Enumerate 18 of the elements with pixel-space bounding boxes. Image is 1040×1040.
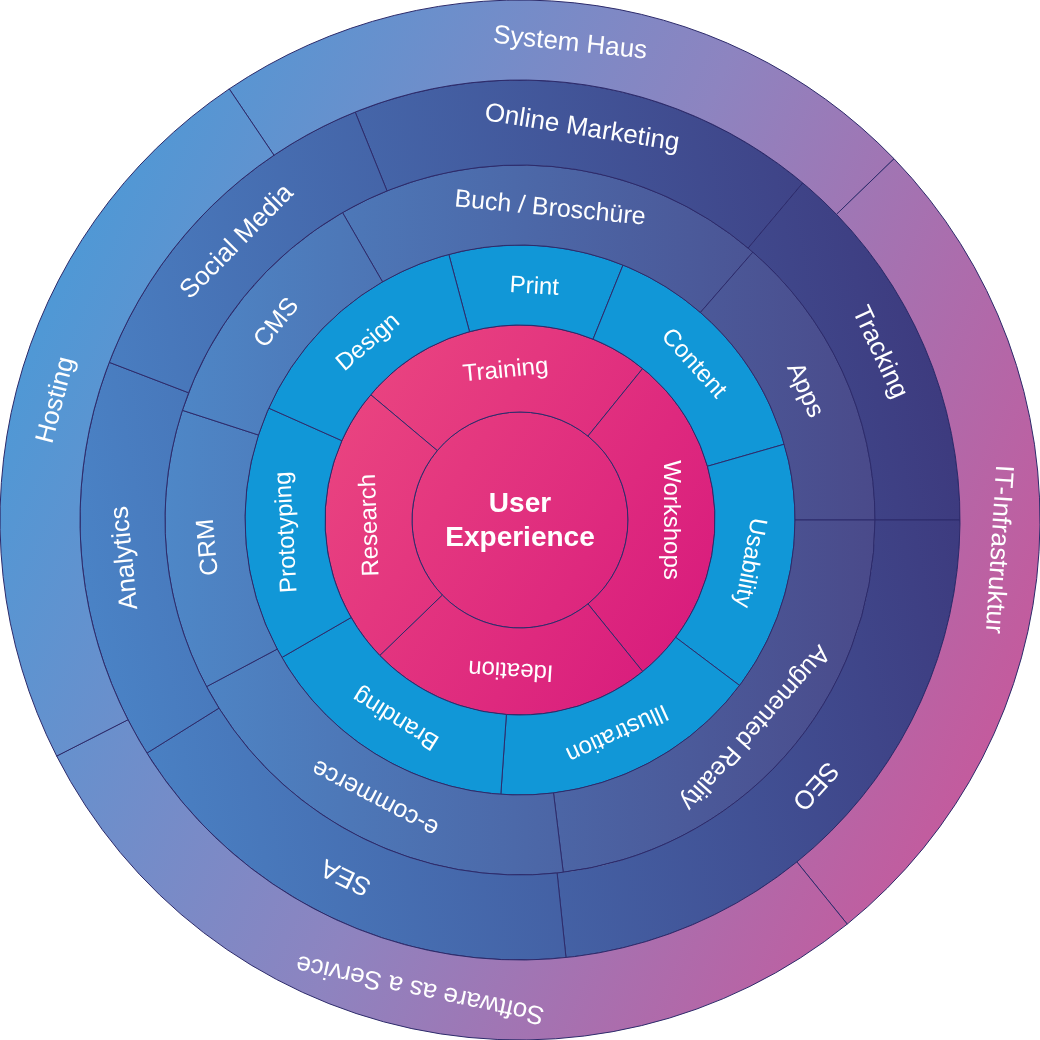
segment-label: Prototyping	[267, 470, 303, 594]
segment-label: Apps	[781, 357, 833, 422]
segment-label: IT-Infrastruktur	[978, 464, 1020, 635]
segment-label: Training	[461, 350, 550, 388]
segment-label: Ideation	[467, 655, 555, 689]
segment-label: Online Marketing	[482, 96, 682, 159]
segment-label: Analytics	[103, 504, 145, 612]
segment-label: Usability	[729, 515, 774, 611]
segment-label: Buch / Broschüre	[453, 182, 648, 231]
segment-label: SEA	[315, 851, 376, 903]
segment-label: CRM	[188, 517, 224, 578]
segment-label: Hosting	[29, 353, 82, 447]
segment-label: Software as a Service	[293, 948, 548, 1032]
segment-label: System Haus	[491, 19, 649, 67]
segment-label: Research	[352, 473, 384, 578]
center-title: User Experience	[444, 486, 596, 554]
segment-label: Print	[508, 269, 560, 302]
segment-label: Workshops	[657, 460, 686, 580]
